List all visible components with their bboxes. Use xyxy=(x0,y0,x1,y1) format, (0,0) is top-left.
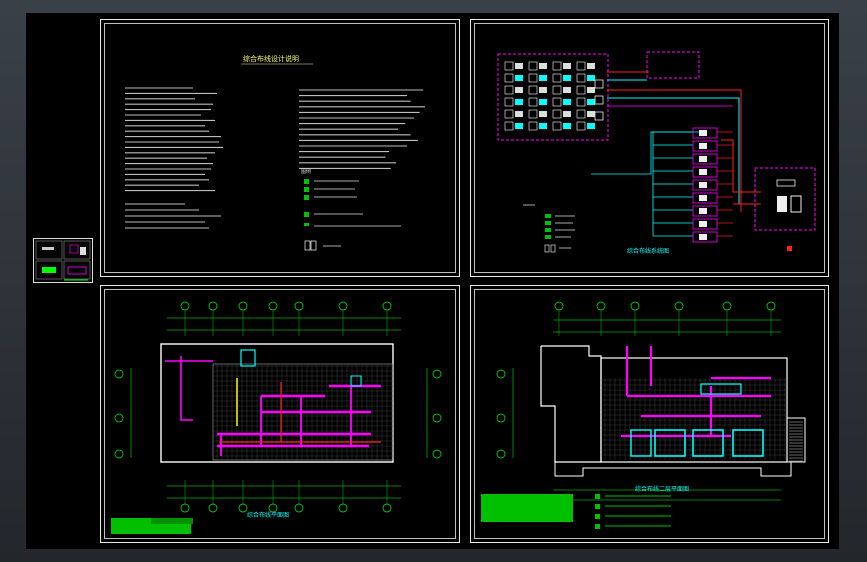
plan-1-caption: 综合布线平面图 xyxy=(247,512,290,519)
sheet-floor-plan-1[interactable]: 综合布线平面图 xyxy=(100,285,460,543)
system-caption: 综合布线系统图 xyxy=(627,248,670,255)
plan-2-caption: 综合布线二层平面图 xyxy=(635,486,690,493)
sheet-inner-border xyxy=(474,23,825,273)
sheet-inner-border xyxy=(474,289,825,539)
notes-text-block xyxy=(125,63,425,251)
sheet-design-notes[interactable]: 综合布线设计说明 图例 xyxy=(100,19,460,277)
system-diagram-graphic xyxy=(497,51,816,253)
sheet-inner-border xyxy=(104,289,456,539)
legend-title: 图例 xyxy=(301,169,312,175)
floor-plan-2-graphic xyxy=(481,301,806,529)
thumbnail-preview[interactable] xyxy=(33,238,93,283)
floor-plan-1-graphic xyxy=(111,301,442,534)
sheet-floor-plan-2[interactable]: 综合布线二层平面图 xyxy=(470,285,829,543)
notes-title: 综合布线设计说明 xyxy=(243,55,299,63)
drawing-canvas[interactable]: 综合布线设计说明 图例 xyxy=(26,13,839,549)
sheet-system-diagram[interactable]: 综合布线系统图 xyxy=(470,19,829,277)
sheet-inner-border xyxy=(104,23,456,273)
